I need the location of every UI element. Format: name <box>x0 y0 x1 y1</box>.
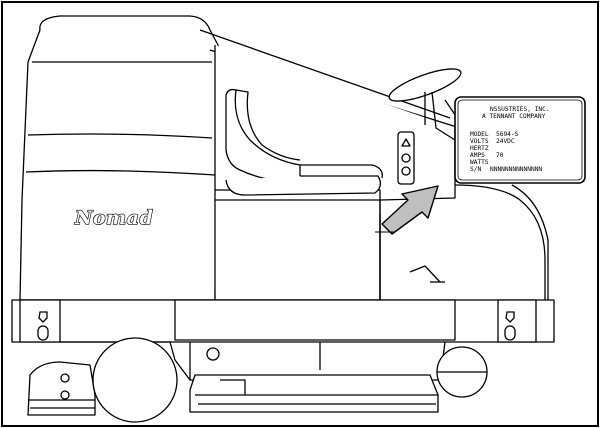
plate-row-key: AMPS <box>470 152 485 159</box>
plate-row-value: NNNNNNNNNNNNNN <box>490 166 542 173</box>
plate-row-value: 24VDC <box>496 138 515 145</box>
serial-label-plate: NSSUSTRIES, INC. A TENNANT COMPANY MODEL… <box>454 96 586 184</box>
plate-row-key: S/N <box>470 166 481 173</box>
recovery-tank <box>19 29 219 301</box>
plate-row-value: 5694-S <box>496 131 519 138</box>
plate-row-key: VOLTS <box>470 138 489 145</box>
plate-header-line-2: A TENNANT COMPANY <box>482 113 546 120</box>
rear-wheel <box>92 337 178 423</box>
scrub-deck <box>189 374 439 413</box>
pointer-arrow <box>381 185 439 235</box>
plate-row-key: HERTZ <box>470 145 489 152</box>
squeegee-assembly <box>27 361 96 416</box>
front-cowl <box>454 184 546 300</box>
plate-row-value: 70 <box>496 152 504 159</box>
plate-header-line-1: NSSUSTRIES, INC. <box>490 106 550 113</box>
plate-row-key: WATTS <box>470 159 489 166</box>
brand-logo: Nomad <box>74 207 153 229</box>
steering-wheel <box>388 68 462 102</box>
plate-row-key: MODEL <box>470 131 489 138</box>
